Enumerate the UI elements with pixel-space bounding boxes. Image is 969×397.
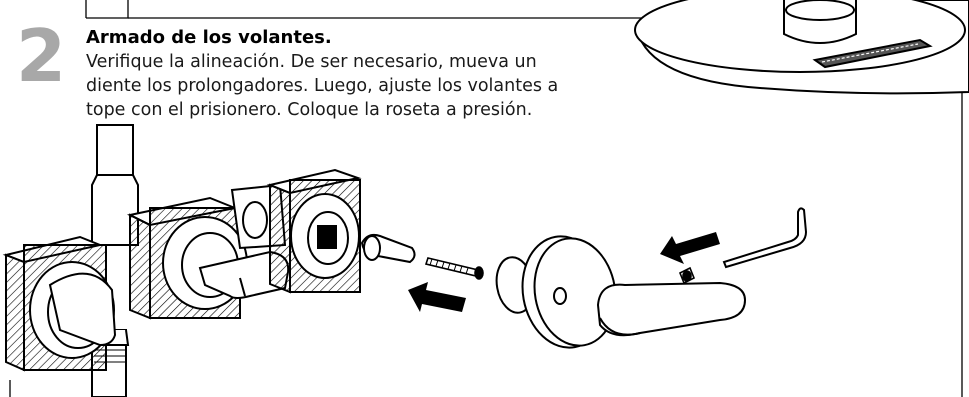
arrow-left-upper	[660, 232, 720, 264]
screw	[424, 257, 484, 280]
extension-stem	[360, 233, 416, 264]
allen-key	[722, 207, 808, 269]
rosette	[521, 235, 617, 349]
step-title: Armado de los volantes.	[86, 27, 332, 48]
middle-valve-block	[126, 196, 290, 320]
arrow-left-lower	[408, 282, 466, 312]
step-number: 2	[16, 14, 67, 98]
left-valve-block	[2, 235, 117, 372]
set-screw	[678, 266, 696, 285]
instruction-line: tope con el prisionero. Coloque la roset…	[86, 100, 533, 120]
shower-head-illustration	[634, 0, 969, 95]
handle-lever	[596, 281, 747, 337]
step-instructions: Verifique la alineación. De ser necesari…	[86, 50, 626, 122]
right-valve-block	[266, 168, 362, 294]
frame-lines	[9, 0, 963, 397]
instruction-line: Verifique la alineación. De ser necesari…	[86, 52, 537, 72]
instruction-line: diente los prolongadores. Luego, ajuste …	[86, 76, 559, 96]
